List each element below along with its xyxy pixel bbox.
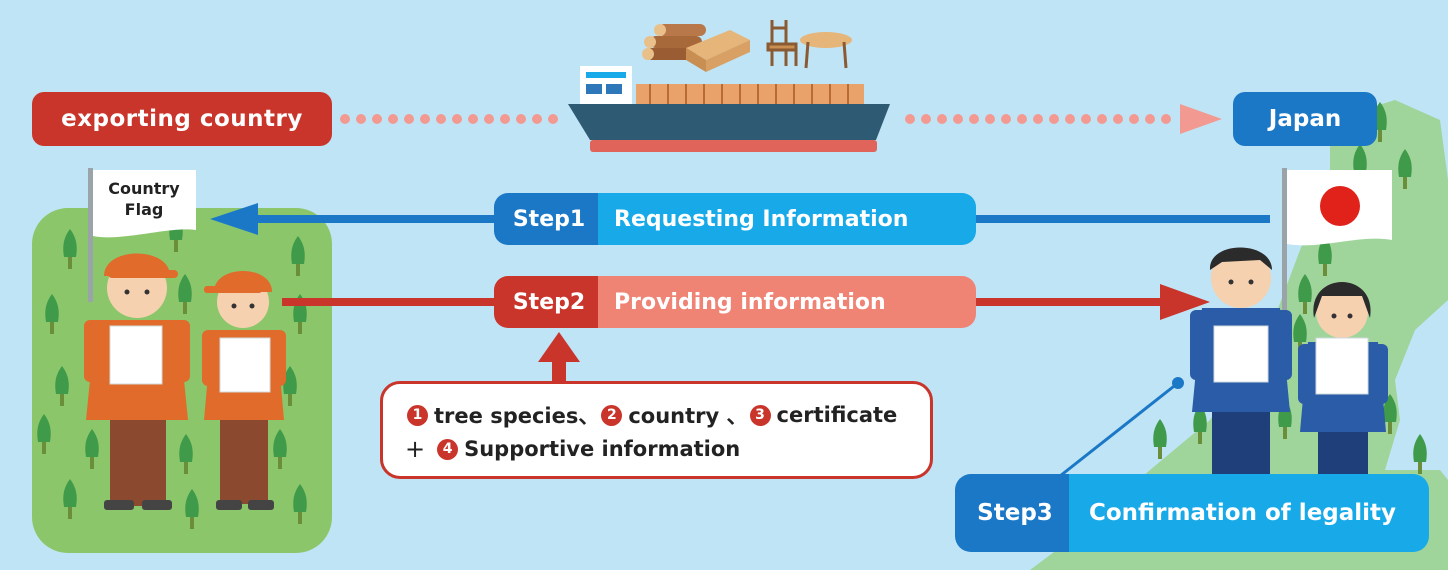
- country-flag-label: Country Flag: [94, 178, 194, 220]
- table-icon: [800, 32, 852, 69]
- japan-label: Japan: [1233, 92, 1377, 146]
- japan-flag-icon: [1282, 168, 1392, 316]
- info-line-2: + 4 Supportive information: [405, 432, 930, 466]
- lumber-icon: [686, 30, 750, 72]
- step1-number: Step1: [494, 193, 598, 245]
- step3-number: Step3: [955, 474, 1069, 552]
- item3-text: certificate: [776, 403, 898, 427]
- chair-icon: [766, 20, 798, 66]
- item2-text: country 、: [628, 404, 748, 428]
- step3-connector: [1059, 377, 1184, 478]
- flag-label-line2: Flag: [124, 200, 164, 219]
- exporting-country-label: exporting country: [32, 92, 332, 146]
- step1-pill: Step1 Requesting Information: [494, 193, 976, 245]
- item2-number-badge: 2: [601, 404, 623, 426]
- item4-number-badge: 4: [437, 438, 459, 460]
- step2-pill: Step2 Providing information: [494, 276, 976, 328]
- step3-pill: Step3 Confirmation of legality: [955, 474, 1429, 552]
- step3-label: Confirmation of legality: [1069, 474, 1429, 552]
- route-dots-right: [905, 104, 1222, 134]
- flag-icon: [88, 168, 196, 302]
- worker-icon: [202, 271, 286, 510]
- step1-label: Requesting Information: [598, 193, 976, 245]
- log-pile-icon: [642, 24, 706, 60]
- flag-label-line1: Country: [108, 179, 180, 198]
- info-items-box: 1 tree species、 2 country 、 3 certificat…: [380, 381, 933, 479]
- worker-icon: [84, 253, 190, 510]
- item1-number-badge: 1: [407, 404, 428, 426]
- info-up-arrow: [538, 332, 580, 384]
- step2-label: Providing information: [598, 276, 976, 328]
- route-dots-left: [340, 114, 558, 124]
- item4-text: Supportive information: [464, 437, 741, 461]
- item3-number-badge: 3: [749, 404, 771, 426]
- official-icon: [1190, 247, 1388, 474]
- item1-text: tree species、: [434, 404, 600, 428]
- step2-number: Step2: [494, 276, 598, 328]
- plus-sign: +: [405, 435, 426, 463]
- info-line-1: 1 tree species、 2 country 、 3 certificat…: [405, 398, 930, 432]
- cargo-ship-icon: [568, 66, 890, 152]
